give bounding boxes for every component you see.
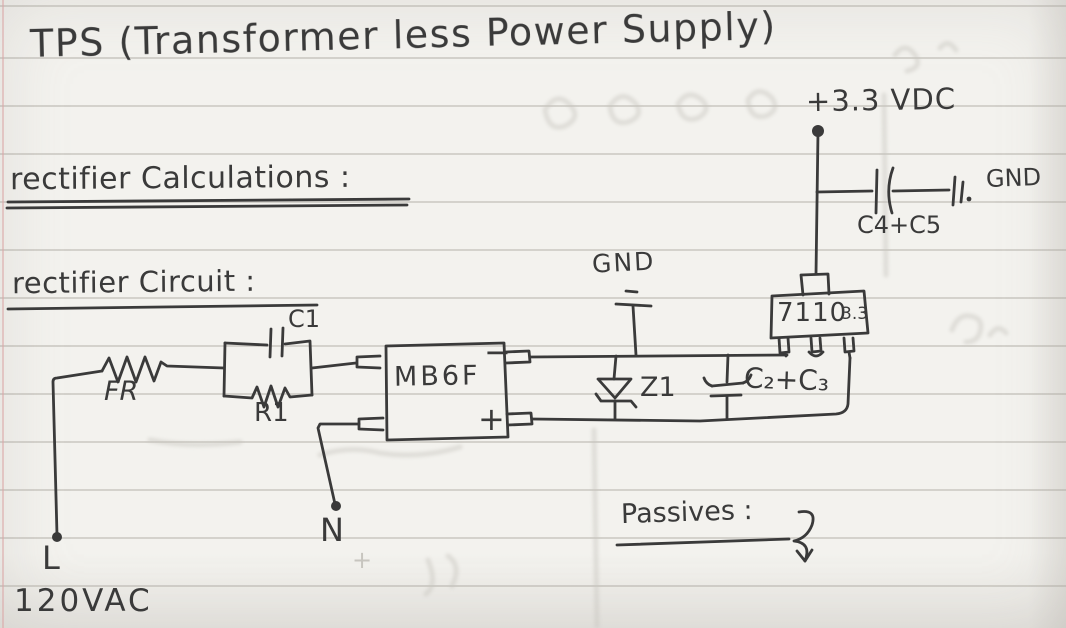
- zener-diode-symbol: [594, 354, 638, 421]
- bridge-minus-label: −: [484, 333, 511, 371]
- resistor-r1-label: R1: [254, 398, 289, 428]
- rc-parallel-network: [222, 326, 358, 409]
- fusible-resistor-symbol: [100, 355, 226, 384]
- ground-right-label: GND: [985, 163, 1042, 193]
- neutral-terminal-label: N: [320, 511, 344, 549]
- neutral-wire: [316, 422, 361, 511]
- ghost-marks: [147, 41, 1009, 628]
- dc-rails: [528, 353, 852, 423]
- filter-caps-label: C₂+C₃: [743, 361, 830, 398]
- regulator-part-label: 7110: [777, 298, 848, 328]
- line-voltage-label: 120VAC: [14, 583, 153, 619]
- paper-margin-line: [2, 0, 4, 628]
- filter-caps-symbol: [702, 353, 753, 420]
- heading-underlines: [5, 197, 791, 547]
- passives-heading: Passives :: [620, 494, 754, 531]
- passives-arrow: [792, 510, 815, 563]
- fusible-resistor-label: FR: [104, 376, 139, 407]
- zener-label: Z1: [640, 372, 676, 403]
- capacitor-c1-label: C1: [288, 305, 321, 333]
- circuit-heading: rectifier Circuit :: [11, 263, 256, 301]
- ground-top-label: GND: [591, 246, 657, 279]
- line-input-wire: [51, 369, 104, 542]
- bridge-rectifier-label: MB6F: [393, 360, 481, 393]
- output-net-label: +3.3 VDC: [805, 81, 957, 119]
- bypass-caps-label: C4+C5: [857, 211, 942, 239]
- pencil-plus-mark: +: [352, 546, 373, 574]
- regulator-symbol: [769, 272, 870, 360]
- ground-symbol: [614, 289, 653, 357]
- calculations-heading: rectifier Calculations :: [9, 159, 351, 198]
- output-wire: [812, 125, 824, 276]
- regulator-voltage-label: 3.3: [841, 304, 869, 324]
- line-terminal-label: L: [42, 539, 60, 577]
- bridge-plus-label: +: [478, 400, 505, 438]
- bypass-caps-symbol: [815, 166, 972, 215]
